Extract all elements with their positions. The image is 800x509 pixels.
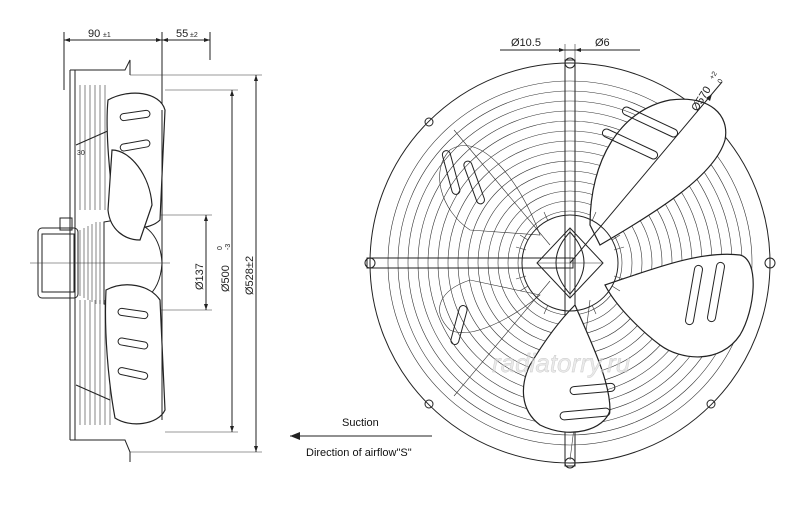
front-view: Ø10.5 Ø6 Ø570 +2 0 bbox=[364, 37, 776, 469]
dim-depth-label: 90 bbox=[88, 28, 100, 40]
dim-offset-tolerance: ±2 bbox=[190, 32, 198, 39]
side-view: 90 ±1 55 ±2 30 bbox=[30, 28, 262, 462]
dim-small-label: 30 bbox=[77, 150, 85, 157]
dim-mount-tol-lower: 0 bbox=[717, 78, 725, 85]
dim-mount-tol-upper: +2 bbox=[709, 70, 719, 81]
side-dimensions bbox=[130, 74, 262, 453]
mount-dimension-leader bbox=[569, 81, 723, 264]
blades-side bbox=[104, 92, 166, 425]
watermark: radiatorry.ru bbox=[492, 348, 630, 378]
dim-blade-tol-lower: -3 bbox=[225, 244, 232, 250]
mount-circle bbox=[369, 62, 771, 464]
dim-depth-tolerance: ±1 bbox=[103, 32, 111, 39]
dim-overall-label: Ø528±2 bbox=[244, 256, 256, 295]
airflow-annotation: Suction Direction of airflow"S" bbox=[290, 417, 432, 459]
dim-blade-tol-upper: 0 bbox=[217, 246, 224, 250]
guard-ribs bbox=[69, 59, 131, 462]
direction-label: Direction of airflow"S" bbox=[306, 447, 412, 459]
dim-offset-label: 55 bbox=[176, 28, 188, 40]
front-top-dimensions bbox=[500, 44, 640, 62]
motor-body bbox=[30, 217, 170, 306]
airflow-arrow-icon bbox=[290, 432, 300, 440]
dim-blade-label: Ø500 bbox=[220, 265, 232, 292]
blades-front bbox=[439, 98, 754, 433]
dim-hub-label: Ø137 bbox=[194, 263, 206, 290]
suction-label: Suction bbox=[342, 417, 379, 429]
dim-hole-label: Ø10.5 bbox=[511, 37, 541, 49]
dim-pin-label: Ø6 bbox=[595, 37, 610, 49]
